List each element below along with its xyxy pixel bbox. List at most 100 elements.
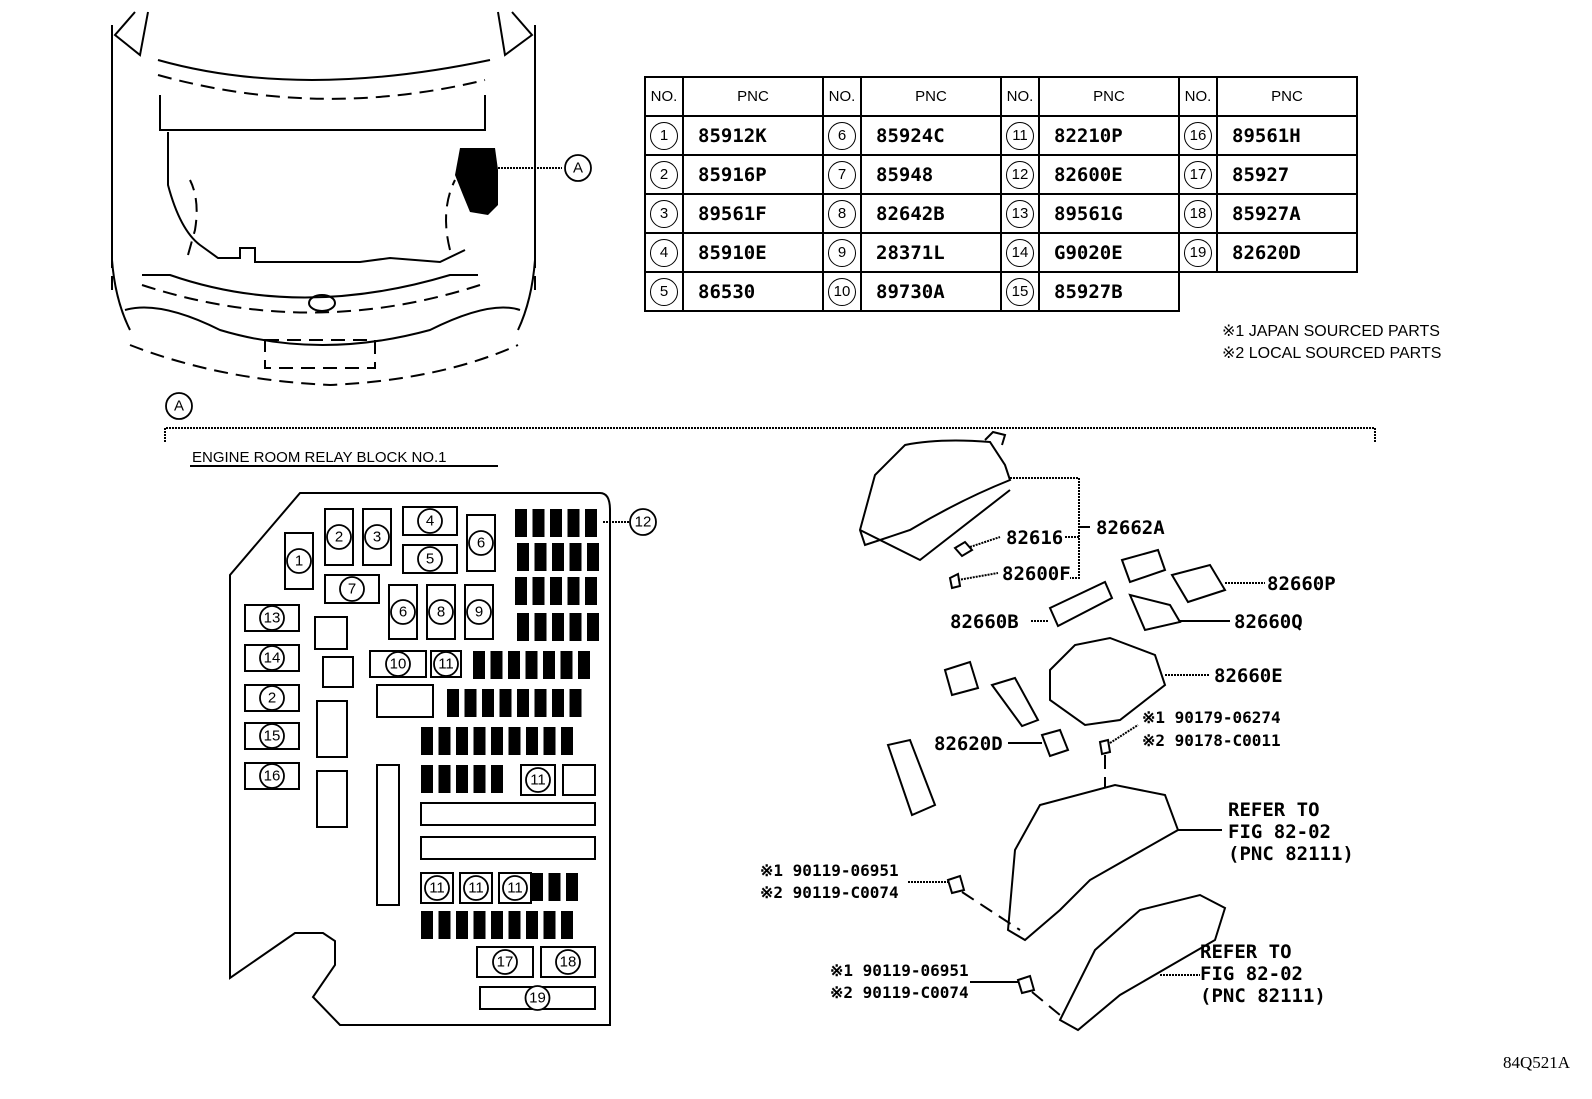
label-82660B: 82660B <box>950 611 1019 633</box>
relay-slot-callout <box>417 546 443 572</box>
part-number-cell: 3 <box>644 193 684 234</box>
relay-slot-label: 16 <box>264 768 281 785</box>
fuse-blade <box>515 577 527 605</box>
plug-82620D <box>1040 728 1070 758</box>
relay-slot-callout <box>259 723 285 749</box>
pnc-cell: 85916P <box>682 154 824 195</box>
relay-slot-callout <box>492 949 518 975</box>
label-82600F: 82600F <box>1002 563 1071 585</box>
relay-slot-callout <box>364 524 390 550</box>
engine-bay-outline <box>167 132 466 264</box>
fuse-blade <box>508 651 520 679</box>
fuse-blade <box>552 689 564 717</box>
pnc-cell: 89561H <box>1216 115 1358 156</box>
fuse-blade <box>561 727 573 755</box>
mirror-right <box>497 11 534 57</box>
body-outline-left <box>111 25 131 331</box>
fuse-blade <box>447 689 459 717</box>
relay-slot-label: 8 <box>437 604 445 621</box>
relay-slot-callout <box>259 645 285 671</box>
relay-slot-label: 4 <box>426 513 434 530</box>
part-number-cell: 14 <box>1000 232 1040 273</box>
section-a-header: A ENGINE ROOM RELAY BLOCK NO.1 <box>164 392 1376 467</box>
label-bolt-b-japan: ※1 90119-06951 <box>830 961 969 980</box>
clip-leader <box>969 536 1001 548</box>
bolt-lower-path <box>1031 991 1061 1016</box>
part-number-cell: 5 <box>644 271 684 312</box>
pointer-12-label: 12 <box>635 514 652 531</box>
col-pnc-header: PNC <box>1038 76 1180 117</box>
col-no-header: NO. <box>644 76 684 117</box>
fuse-blade <box>525 651 538 679</box>
empty-cell <box>1217 272 1357 311</box>
cover-strip-part <box>990 676 1040 728</box>
col-no-header: NO. <box>822 76 862 117</box>
part-number-cell: 1 <box>644 115 684 156</box>
figure-code: 84Q521A <box>1502 1053 1570 1072</box>
callout-number: 6 <box>828 121 856 150</box>
fuse-blade <box>421 727 433 755</box>
fuse-blade <box>517 613 529 641</box>
fuse-blade <box>438 911 451 939</box>
fuse-blade <box>534 689 547 717</box>
relay-slot-callout <box>286 548 312 574</box>
hood-rear-edge <box>159 95 486 131</box>
callout-number: 14 <box>1006 238 1034 267</box>
fuse-blade <box>566 873 578 901</box>
fuse-blade <box>464 689 477 717</box>
fuse-blade <box>587 543 599 571</box>
pnc-cell: 85912K <box>682 115 824 156</box>
section-callout-circle <box>165 392 193 420</box>
emblem <box>308 294 336 312</box>
pnc-cell: 89730A <box>860 271 1002 312</box>
pnc-cell: 82600E <box>1038 154 1180 195</box>
pnc-cell: 85927 <box>1216 154 1358 195</box>
relay-empty-slot <box>316 700 348 758</box>
fuse-blade <box>438 765 451 793</box>
block-insert-82660E <box>1049 636 1167 727</box>
relay-slot-label: 14 <box>264 650 281 667</box>
section-bracket <box>164 427 1376 442</box>
vehicle-front-view: A <box>111 11 592 387</box>
pnc-cell: 86530 <box>682 271 824 312</box>
col-no-header: NO. <box>1000 76 1040 117</box>
relay-slot-label: 11 <box>438 656 454 673</box>
fuse-blade <box>534 543 547 571</box>
part-number-cell: 15 <box>1000 271 1040 312</box>
fuse-blade <box>482 689 494 717</box>
relay-slot-callout <box>259 685 285 711</box>
part-number-cell: 2 <box>644 154 684 195</box>
fuse-blade <box>456 911 468 939</box>
callout-number: 7 <box>828 160 856 189</box>
fuse-blade <box>550 509 562 537</box>
bay-dash-right <box>445 179 456 251</box>
relay-slot-callout <box>417 508 443 534</box>
connector-82660P <box>1170 563 1227 604</box>
nut-leader <box>1109 724 1139 744</box>
part-number-cell: 8 <box>822 193 862 234</box>
label-bolt-b-local: ※2 90119-C0074 <box>830 983 969 1002</box>
relay-empty-slot <box>420 802 596 826</box>
relay-slot-callout <box>339 576 365 602</box>
part-number-cell: 18 <box>1178 193 1218 234</box>
relay-slot-label: 6 <box>399 604 407 621</box>
relay-slot-callout <box>525 767 551 793</box>
fuse-blade <box>569 543 582 571</box>
relay-slot-label: 7 <box>348 581 356 598</box>
connector-82660Q <box>1128 593 1182 632</box>
callout-number: 18 <box>1184 199 1212 228</box>
fuse-blade <box>587 613 599 641</box>
callout-number: 15 <box>1006 277 1034 306</box>
terminal-part <box>943 660 980 697</box>
relay-block-cover <box>858 430 1012 562</box>
fuse-blade <box>569 689 582 717</box>
relay-block-housing <box>1006 783 1180 942</box>
pointer-12-circle <box>629 508 657 536</box>
mirror-left <box>113 11 149 57</box>
fuse-blade <box>532 509 545 537</box>
fuse-blade <box>456 765 468 793</box>
relay-slot-label: 17 <box>497 954 514 971</box>
fuse-blade <box>552 613 564 641</box>
callout-number: 12 <box>1006 160 1034 189</box>
pin-part <box>948 572 962 590</box>
